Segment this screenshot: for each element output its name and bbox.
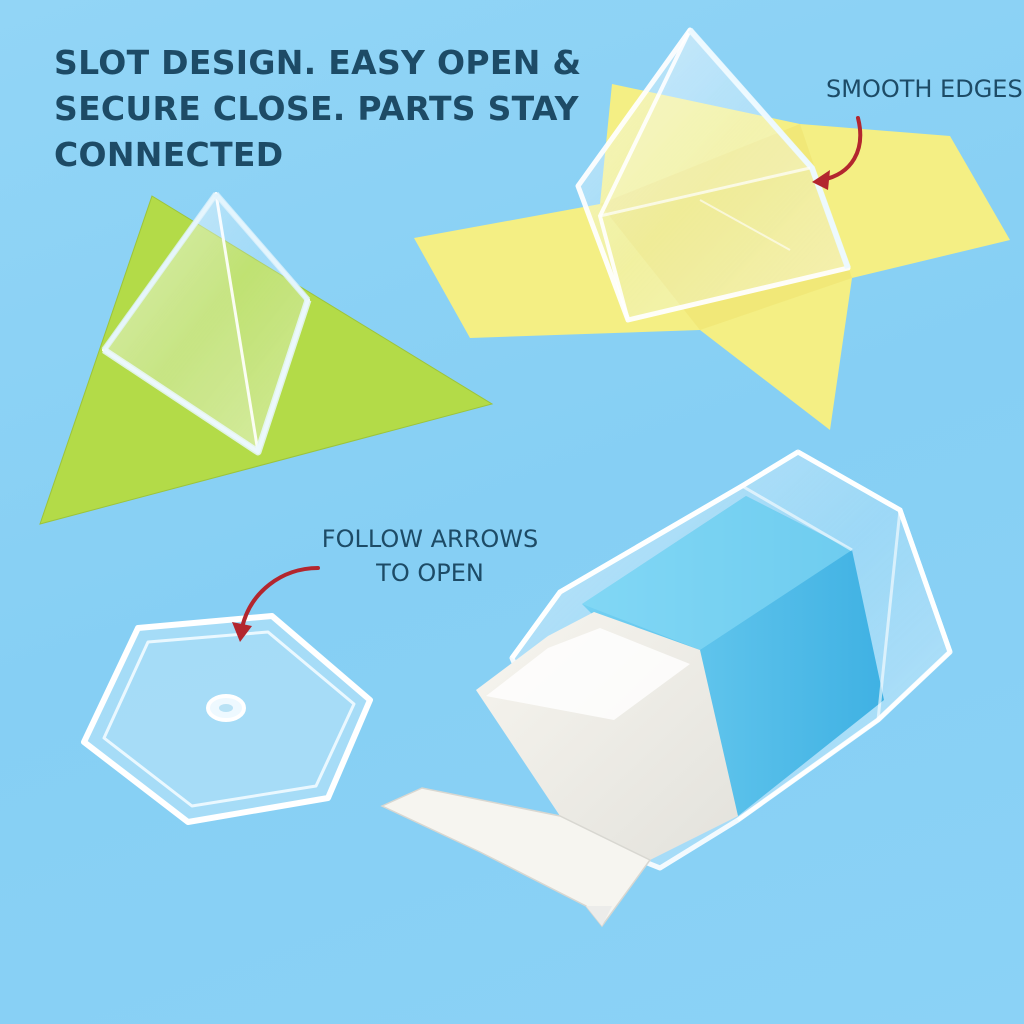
clear-hexagonal-box: [380, 449, 953, 928]
arrow-follow-to-open: [232, 566, 320, 642]
clear-prism: [575, 27, 851, 323]
callout-follow-arrows: FOLLOW ARROWS TO OPEN: [300, 522, 560, 590]
callout-follow-arrows-line-2: TO OPEN: [376, 559, 484, 587]
arrow-smooth-edges: [812, 116, 863, 190]
clear-pyramid: [101, 192, 312, 456]
headline-line-2: SECURE CLOSE. PARTS STAY: [54, 89, 579, 128]
callout-follow-arrows-line-1: FOLLOW ARROWS: [321, 525, 539, 553]
callout-smooth-edges: SMOOTH EDGES: [826, 75, 1023, 103]
clear-hexagon-lid: [81, 613, 373, 825]
headline-line-1: SLOT DESIGN. EASY OPEN &: [54, 43, 582, 82]
headline: SLOT DESIGN. EASY OPEN & SECURE CLOSE. P…: [54, 40, 582, 178]
headline-line-3: CONNECTED: [54, 135, 284, 174]
